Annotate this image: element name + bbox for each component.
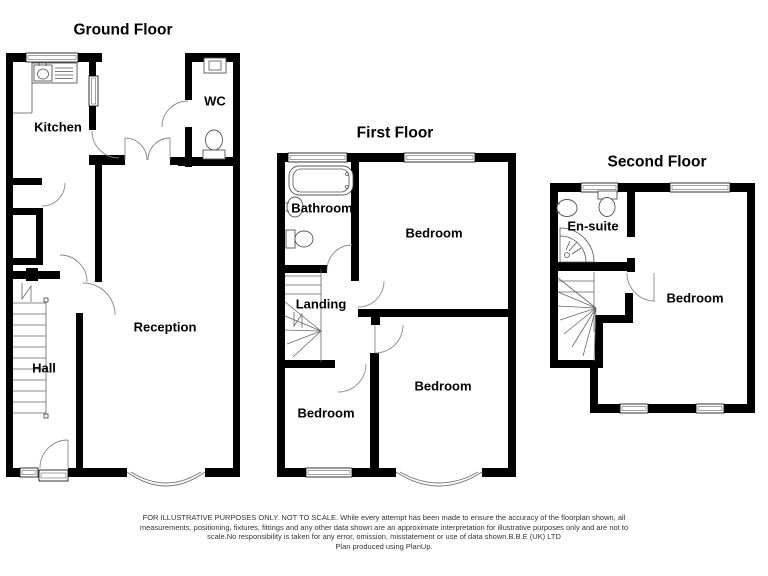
ground-floor-plan — [6, 52, 240, 487]
floor-title-second: Second Floor — [607, 153, 707, 171]
wc-basin-icon — [203, 57, 227, 74]
stairs-icon — [284, 269, 322, 362]
second-door-arcs — [626, 272, 656, 302]
room-label-ensuite: En-suite — [567, 218, 619, 234]
disclaimer-line: measurements, positioning, fixtures, fit… — [139, 522, 629, 532]
second-walls — [550, 183, 755, 413]
stairs-icon — [557, 272, 597, 362]
first-floor-plan — [277, 152, 516, 487]
bath-icon — [288, 165, 354, 196]
disclaimer-line: Plan produced using PlanUp. — [335, 541, 433, 551]
disclaimer-line: scale.No responsibility is taken for any… — [207, 532, 561, 542]
disclaimer-line: FOR ILLUSTRATIVE PURPOSES ONLY. NOT TO S… — [142, 513, 626, 522]
ensuite-toilet-icon — [597, 190, 618, 217]
room-label-wc: WC — [204, 93, 226, 109]
room-label-bedroom-3: Bedroom — [414, 378, 472, 394]
window-icon — [669, 182, 731, 193]
wc-toilet-icon — [202, 129, 226, 160]
room-label-reception: Reception — [133, 319, 197, 335]
first-door-arcs — [326, 244, 404, 393]
window-icon — [403, 152, 476, 163]
kitchen-sink-icon — [13, 62, 78, 114]
disclaimer-text: FOR ILLUSTRATIVE PURPOSES ONLY. NOT TO S… — [0, 513, 768, 551]
ensuite-basin-icon — [556, 199, 578, 217]
bay-window — [395, 471, 483, 487]
second-windows — [580, 182, 731, 414]
ground-windows — [19, 52, 99, 482]
floor-title-ground: Ground Floor — [73, 21, 173, 39]
window-icon — [619, 403, 649, 414]
front-door-sill — [38, 469, 69, 482]
shower-icon — [559, 227, 595, 263]
room-label-bedroom-1: Bedroom — [405, 225, 463, 241]
room-label-landing: Landing — [295, 296, 347, 312]
room-label-bathroom: Bathroom — [291, 200, 353, 216]
window-icon — [88, 75, 99, 107]
bay-window — [126, 471, 206, 487]
room-label-bedroom-4: Bedroom — [666, 290, 724, 306]
window-icon — [305, 467, 353, 478]
window-icon — [287, 152, 348, 163]
room-label-kitchen: Kitchen — [34, 119, 82, 135]
second-floor-plan — [550, 182, 755, 414]
room-label-bedroom-2: Bedroom — [297, 405, 355, 421]
window-icon — [19, 467, 39, 478]
floor-title-first: First Floor — [356, 124, 434, 142]
bathroom-toilet-icon — [285, 229, 314, 249]
ground-door-arcs — [21, 100, 189, 469]
window-icon — [695, 403, 725, 414]
first-walls — [277, 153, 516, 477]
window-icon — [25, 52, 79, 63]
bathroom-basin-icon — [285, 196, 304, 218]
first-windows — [287, 152, 476, 478]
stairs-icon — [13, 297, 49, 419]
room-label-hall: Hall — [32, 360, 56, 376]
